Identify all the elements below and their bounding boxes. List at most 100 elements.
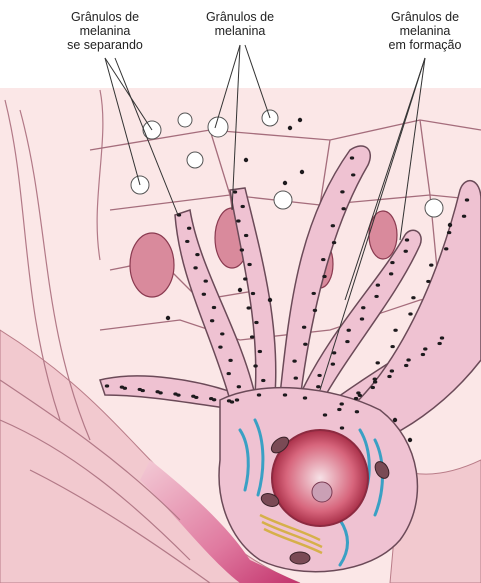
melanin-granule [141, 389, 145, 392]
melanin-granule [253, 364, 257, 367]
melanin-granule [233, 190, 237, 193]
melanin-granule [283, 393, 287, 396]
melanin-granule [210, 319, 214, 322]
melanin-granule [288, 126, 292, 130]
melanin-granule [376, 284, 380, 287]
melanin-granule [390, 369, 394, 372]
melanin-granule [405, 238, 409, 241]
melanin-granule [195, 253, 199, 256]
melanin-granule [194, 396, 198, 399]
melanin-granule [373, 378, 377, 381]
melanin-granule [465, 198, 469, 201]
melanin-granule [303, 396, 307, 399]
melanin-granule [373, 380, 377, 383]
melanin-granule [322, 275, 326, 278]
melanin-granule [123, 387, 127, 390]
melanin-granule [312, 292, 316, 295]
melanin-granule [440, 336, 444, 339]
melanin-granule [294, 376, 298, 379]
melanin-granule [447, 231, 451, 234]
melanin-granule [337, 408, 341, 411]
melanin-granule [351, 173, 355, 176]
melanin-granule [371, 386, 375, 389]
melanin-granule [204, 279, 208, 282]
melanin-granule [105, 384, 109, 387]
melanin-granule [323, 413, 327, 416]
melanin-granule [340, 402, 344, 405]
melanin-granule [236, 219, 240, 222]
melanin-granule [390, 345, 394, 348]
melanin-granule [360, 317, 364, 320]
melanin-granule [158, 391, 162, 394]
melanin-granule [331, 363, 335, 366]
melanin-granule [220, 332, 224, 335]
melanin-granule [212, 398, 216, 401]
melanin-granule [423, 347, 427, 350]
melanin-granule [421, 353, 425, 356]
melanin-granule [283, 181, 287, 185]
nucleolus [312, 482, 332, 502]
melanin-granule [243, 277, 247, 280]
melanin-granule [230, 400, 234, 403]
melanin-granule [268, 298, 272, 302]
melanin-granule [298, 118, 302, 122]
melanin-granule [254, 321, 258, 324]
melanin-granule [185, 240, 189, 243]
melanin-granule [218, 346, 222, 349]
melanin-granule [331, 224, 335, 227]
melanin-granule [300, 170, 304, 174]
melanin-granule [354, 397, 358, 400]
melanin-granule [341, 207, 345, 210]
melanin-granule [292, 360, 296, 363]
melanin-granule [462, 215, 466, 218]
melanin-granule [257, 393, 261, 396]
melanin-granule [251, 292, 255, 295]
melanin-granule [212, 306, 216, 309]
melanin-granule [393, 329, 397, 332]
melanin-granule [193, 266, 197, 269]
melanin-granule [404, 364, 408, 367]
melanin-granule [361, 306, 365, 309]
melanin-granule [244, 158, 248, 162]
melanin-granule [247, 263, 251, 266]
melanin-granule [444, 247, 448, 250]
melanin-granule [374, 295, 378, 298]
melanin-granule [261, 379, 265, 382]
melanin-granule [426, 280, 430, 283]
melanin-granule [345, 340, 349, 343]
melanin-granule [303, 343, 307, 346]
melanin-granule [321, 258, 325, 261]
melanin-granule [166, 316, 170, 320]
melanin-granule [350, 156, 354, 159]
melanin-granule [404, 250, 408, 253]
melanin-granule [389, 272, 393, 275]
melanin-granule [408, 312, 412, 315]
melanin-granule [176, 394, 180, 397]
melanin-granule [358, 394, 362, 397]
melanin-granule [387, 375, 391, 378]
melanin-granule [411, 296, 415, 299]
melanin-granule [258, 350, 262, 353]
melanin-granule [317, 374, 321, 377]
melanin-granule [302, 326, 306, 329]
melanin-granule [202, 293, 206, 296]
melanin-granule [406, 358, 410, 361]
melanin-granule [238, 288, 242, 292]
melanin-granule [241, 205, 245, 208]
melanin-granule [437, 342, 441, 345]
melanin-granule [187, 227, 191, 230]
melanin-granule [313, 309, 317, 312]
melanin-granule [355, 410, 359, 413]
melanin-granule [235, 398, 239, 401]
melanin-granule [390, 261, 394, 264]
melanin-granule [237, 385, 241, 388]
melanin-granule [316, 385, 320, 388]
melanin-granule [393, 418, 397, 422]
melanin-granule [340, 190, 344, 193]
melanin-granule [244, 234, 248, 237]
melanin-granule [332, 241, 336, 244]
melanin-granule [227, 372, 231, 375]
melanin-granule [250, 335, 254, 338]
melanin-granule [247, 306, 251, 309]
